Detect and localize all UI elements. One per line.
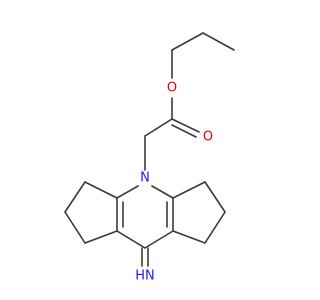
bond-carbonyl-double-1 — [171, 118, 200, 133]
ring-nitrogen-label: N — [140, 171, 150, 186]
bond-n-c4a — [116, 185, 139, 199]
bond-right-ring-4 — [172, 230, 206, 244]
bond-right-ring-3 — [204, 211, 226, 244]
bond-ethyl-ch3 — [171, 32, 204, 51]
bond-left-ring-4 — [84, 230, 118, 244]
bond-left-ring-3 — [64, 211, 86, 244]
bond-carbonyl-double-2 — [171, 124, 197, 138]
bond-c8a-c9 — [144, 230, 174, 249]
bond-right-ring-1 — [172, 181, 206, 199]
structure-diagram: O O N HN — [64, 32, 235, 284]
bond-left-ring-2 — [64, 181, 86, 213]
carbonyl-oxygen-label: O — [203, 130, 213, 145]
molecule-canvas: O O N HN — [64, 32, 235, 284]
bond-right-ring-2 — [204, 181, 226, 213]
imine-label: HN — [135, 269, 155, 284]
bond-n-c5a — [151, 185, 174, 199]
bond-ethyl-ch2 — [202, 32, 235, 51]
ester-oxygen-label: O — [167, 81, 177, 96]
bond-carbonyl-c-ch2 — [144, 118, 173, 137]
bond-left-ring-1 — [84, 181, 118, 199]
bond-c8b-c9 — [116, 230, 146, 249]
